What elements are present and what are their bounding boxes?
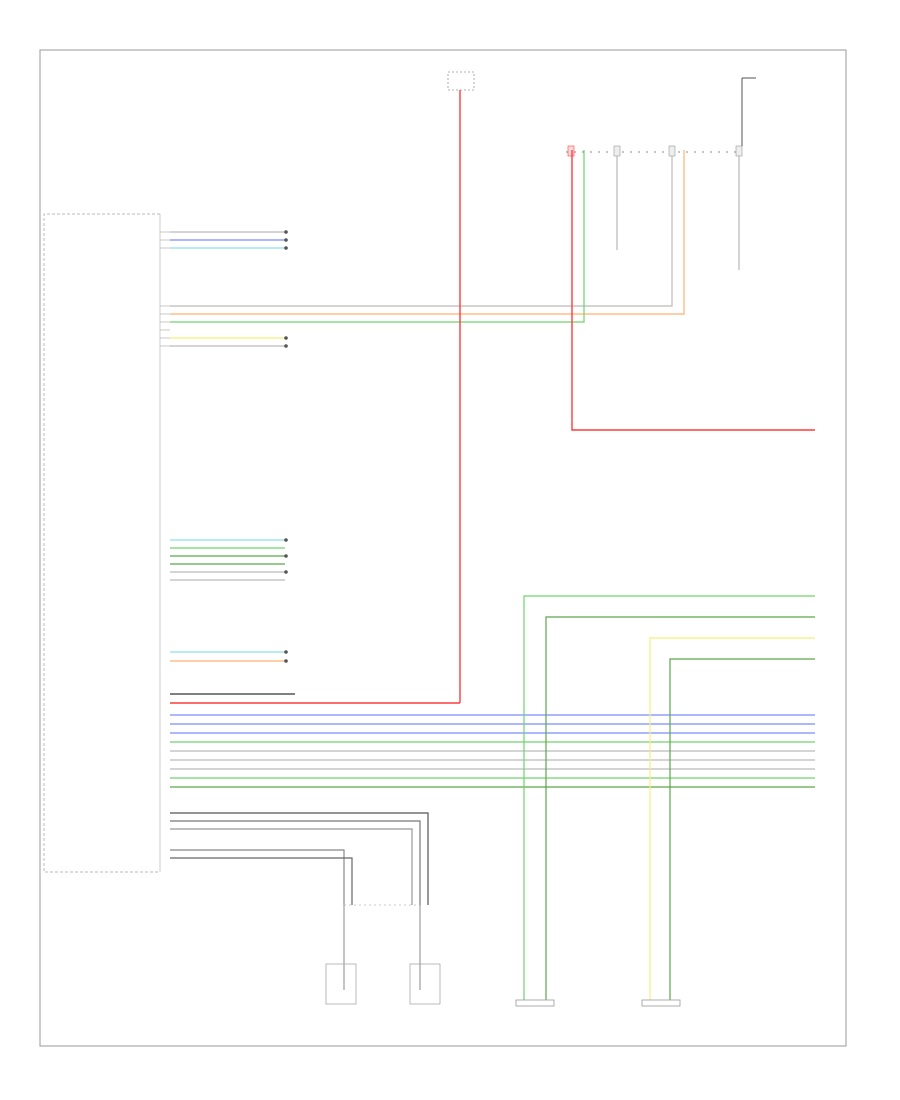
rear-speaker-feeds: [515, 595, 815, 1007]
splice-dot: [284, 650, 288, 654]
wire: [523, 595, 815, 1000]
splice-dot: [284, 538, 288, 542]
right-rear-speaker: [641, 999, 681, 1007]
connector: [613, 145, 621, 157]
wire: [170, 150, 585, 323]
splice-dot: [284, 554, 288, 558]
antenna-module-right: [409, 963, 441, 1005]
wire: [170, 150, 685, 315]
speaker-bus: [170, 714, 815, 788]
antenna-module-left: [325, 963, 357, 1005]
module-pins: [160, 231, 170, 347]
wire: [170, 849, 345, 905]
wire: [170, 812, 429, 905]
wire: [170, 150, 673, 307]
power-wire-red: [170, 71, 815, 704]
connector: [567, 145, 575, 157]
wire-group-lower: [170, 650, 295, 695]
connector: [668, 145, 676, 157]
splice-dot: [284, 570, 288, 574]
module-outline: [43, 213, 160, 873]
splice-dot: [284, 336, 288, 340]
module-block: [43, 213, 161, 873]
wire: [571, 150, 815, 431]
wire: [170, 857, 353, 905]
diagram-frame: [39, 49, 847, 1047]
wire-group-camera: [170, 538, 288, 581]
wire-group-top: [170, 230, 288, 250]
splice-dot: [284, 246, 288, 250]
splice-dot: [284, 659, 288, 663]
antenna-cables: [170, 812, 441, 1005]
wire: [170, 820, 421, 905]
wire: [545, 616, 815, 1000]
wire: [669, 658, 815, 1000]
wire: [649, 637, 815, 1000]
fuse-block: [447, 71, 475, 91]
connector: [735, 145, 743, 157]
top-connector-row: [566, 77, 756, 270]
left-rear-speaker: [515, 999, 555, 1007]
splice-dot: [284, 344, 288, 348]
splice-dot: [284, 238, 288, 242]
wire: [170, 828, 413, 905]
splice-dot: [284, 230, 288, 234]
wire-group-audio: [170, 150, 685, 348]
